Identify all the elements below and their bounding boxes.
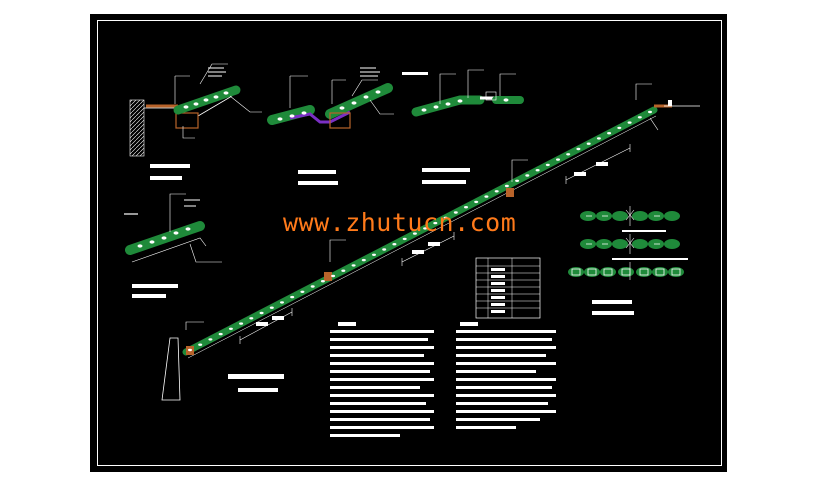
notes-right-column <box>456 322 556 429</box>
slope-dot <box>607 132 612 135</box>
slope-dot <box>586 142 591 145</box>
slope-dot <box>504 184 509 188</box>
slope-dot <box>228 327 233 330</box>
slope-dot <box>525 174 530 177</box>
slope-dot <box>300 290 305 293</box>
slope-dot <box>596 137 601 140</box>
slope-dot <box>392 243 397 246</box>
slope-dot <box>198 343 203 346</box>
slope-dot <box>566 153 571 156</box>
slope-dot <box>464 206 468 209</box>
slope-dot <box>535 169 540 172</box>
slope-dot <box>637 116 642 119</box>
slope-dot <box>208 338 213 341</box>
notes-left-column <box>330 322 434 437</box>
slope-dot <box>545 163 550 167</box>
slope-dot <box>188 348 192 352</box>
slope-dot <box>280 301 284 304</box>
slope-dot <box>648 110 652 114</box>
detail-4-section <box>124 193 222 298</box>
slope-dot <box>474 200 479 204</box>
slope-dot <box>627 121 632 124</box>
detail-3-section <box>402 69 524 184</box>
slope-dot <box>310 285 315 288</box>
slope-dot <box>341 269 346 272</box>
slope-dot <box>351 264 356 267</box>
slope-dot <box>239 322 244 325</box>
slope-dot <box>259 311 264 315</box>
slope-dot <box>576 147 581 151</box>
slope-dot <box>617 126 622 130</box>
slope-dot <box>382 248 387 251</box>
slope-dot <box>515 179 520 182</box>
slope-dot <box>453 211 458 214</box>
slope-dot <box>412 232 417 235</box>
slope-dot <box>433 221 438 225</box>
detail-2-section <box>267 67 394 185</box>
slope-dot <box>361 258 366 262</box>
slope-dot <box>290 295 295 299</box>
slope-dot <box>249 317 254 320</box>
slope-dot <box>320 280 325 283</box>
slope-dot <box>494 190 499 193</box>
slope-dot <box>443 216 448 219</box>
slope-dot <box>402 237 407 241</box>
slope-dot <box>218 332 223 336</box>
drawing-frame <box>97 20 722 466</box>
slope-dot <box>331 274 336 278</box>
slope-dot <box>556 158 560 161</box>
detail-1-section <box>129 63 262 180</box>
watermark-text: www.zhutucn.com <box>283 208 517 237</box>
spec-table <box>475 257 541 319</box>
slope-dot <box>423 227 428 230</box>
slope-dot <box>269 306 274 309</box>
main-slope-section <box>161 83 700 401</box>
slope-dot <box>484 195 489 198</box>
mesh-detail <box>568 206 688 315</box>
slope-dot <box>372 253 376 256</box>
